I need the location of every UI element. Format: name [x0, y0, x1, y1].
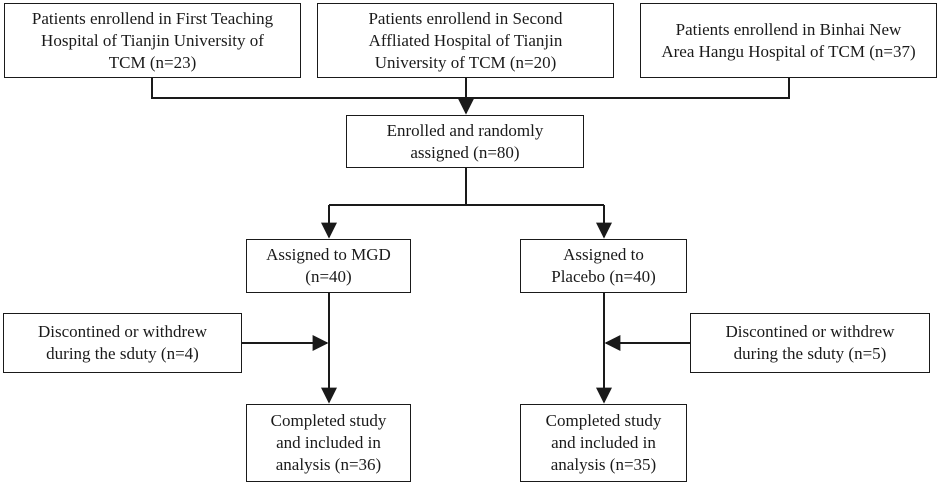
- completed-label-placebo: Completed study and included in analysis…: [545, 411, 662, 474]
- arm-label-mgd: Assigned to MGD (n=40): [266, 245, 391, 286]
- withdrew-box-placebo: Discontined or withdrew during the sduty…: [690, 313, 930, 373]
- withdrew-box-mgd: Discontined or withdrew during the sduty…: [3, 313, 242, 373]
- arm-box-placebo: Assigned to Placebo (n=40): [520, 239, 687, 293]
- connector-site-1: [151, 78, 466, 99]
- arm-box-mgd: Assigned to MGD (n=40): [246, 239, 411, 293]
- site-label-binhai-hangu-hospital: Patients enrollend in Binhai New Area Ha…: [661, 19, 916, 61]
- completed-box-mgd: Completed study and included in analysis…: [246, 404, 411, 482]
- site-box-second-affiliated-hospital: Patients enrollend in Second Affliated H…: [317, 3, 614, 78]
- withdrew-label-placebo: Discontined or withdrew during the sduty…: [725, 322, 895, 363]
- completed-box-placebo: Completed study and included in analysis…: [520, 404, 687, 482]
- withdrew-label-mgd: Discontined or withdrew during the sduty…: [37, 322, 208, 363]
- enrolled-label: Enrolled and randomly assigned (n=80): [386, 120, 544, 162]
- site-box-first-teaching-hospital: Patients enrollend in First Teaching Hos…: [4, 3, 301, 78]
- site-label-first-teaching-hospital: Patients enrollend in First Teaching Hos…: [31, 8, 274, 72]
- arm-label-placebo: Assigned to Placebo (n=40): [551, 245, 656, 286]
- completed-label-mgd: Completed study and included in analysis…: [270, 411, 387, 474]
- enrolled-box: Enrolled and randomly assigned (n=80): [346, 115, 584, 168]
- site-box-binhai-hangu-hospital: Patients enrollend in Binhai New Area Ha…: [640, 3, 937, 78]
- site-label-second-affiliated-hospital: Patients enrollend in Second Affliated H…: [368, 8, 563, 72]
- connector-site-3: [466, 78, 790, 99]
